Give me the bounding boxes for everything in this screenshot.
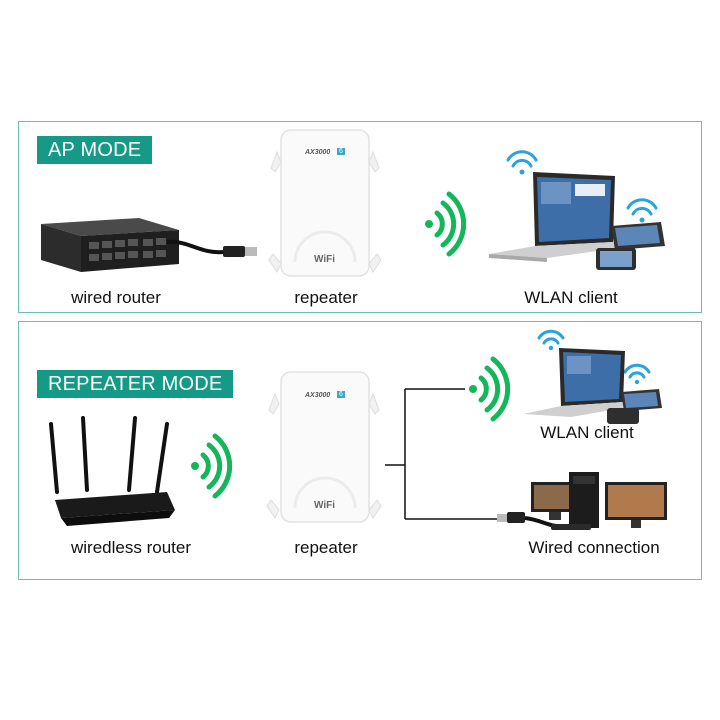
wireless-router-device (49, 416, 175, 526)
device-badge: 6 (337, 148, 345, 155)
ethernet-cable-icon (166, 239, 257, 257)
repeater-device (266, 371, 382, 523)
repeater-caption: repeater (294, 288, 358, 307)
laptop-device (523, 348, 629, 417)
repeater-mode-panel: REPEATER MODE (18, 321, 702, 580)
wifi-signal-icon (469, 356, 511, 422)
device-model-label: AX3000 (305, 392, 331, 399)
tablet-device (611, 222, 665, 250)
laptop-device (489, 172, 619, 262)
wifi-logo: WiFi (314, 500, 336, 511)
repeater-mode-title: REPEATER MODE (37, 370, 234, 398)
wired-connection-caption: Wired connection (528, 538, 660, 557)
wlan-client-caption: WLAN client (540, 423, 634, 442)
device-badge: 6 (337, 391, 345, 398)
repeater-caption: repeater (294, 538, 358, 557)
wifi-logo: WiFi (314, 254, 336, 265)
connection-lines (385, 388, 497, 520)
ap-mode-title: AP MODE (37, 136, 153, 164)
repeater-device (268, 129, 382, 277)
ap-mode-panel: AP MODE (18, 121, 702, 313)
wifi-signal-icon (425, 191, 467, 257)
wired-router-device (41, 218, 179, 272)
desktop-pc-device (531, 472, 667, 530)
wireless-router-caption: wiredless router (71, 538, 191, 557)
ap-mode-illustration (41, 129, 665, 277)
phone-device (596, 248, 636, 270)
wlan-client-caption: WLAN client (524, 288, 618, 307)
wifi-icon (506, 150, 658, 223)
wifi-signal-icon (191, 433, 233, 499)
tablet-device (621, 389, 662, 411)
device-model-label: AX3000 (305, 149, 331, 156)
wired-router-caption: wired router (71, 288, 161, 307)
phone-device (607, 408, 639, 424)
wifi-icon (537, 329, 651, 385)
repeater-mode-illustration (49, 329, 667, 530)
